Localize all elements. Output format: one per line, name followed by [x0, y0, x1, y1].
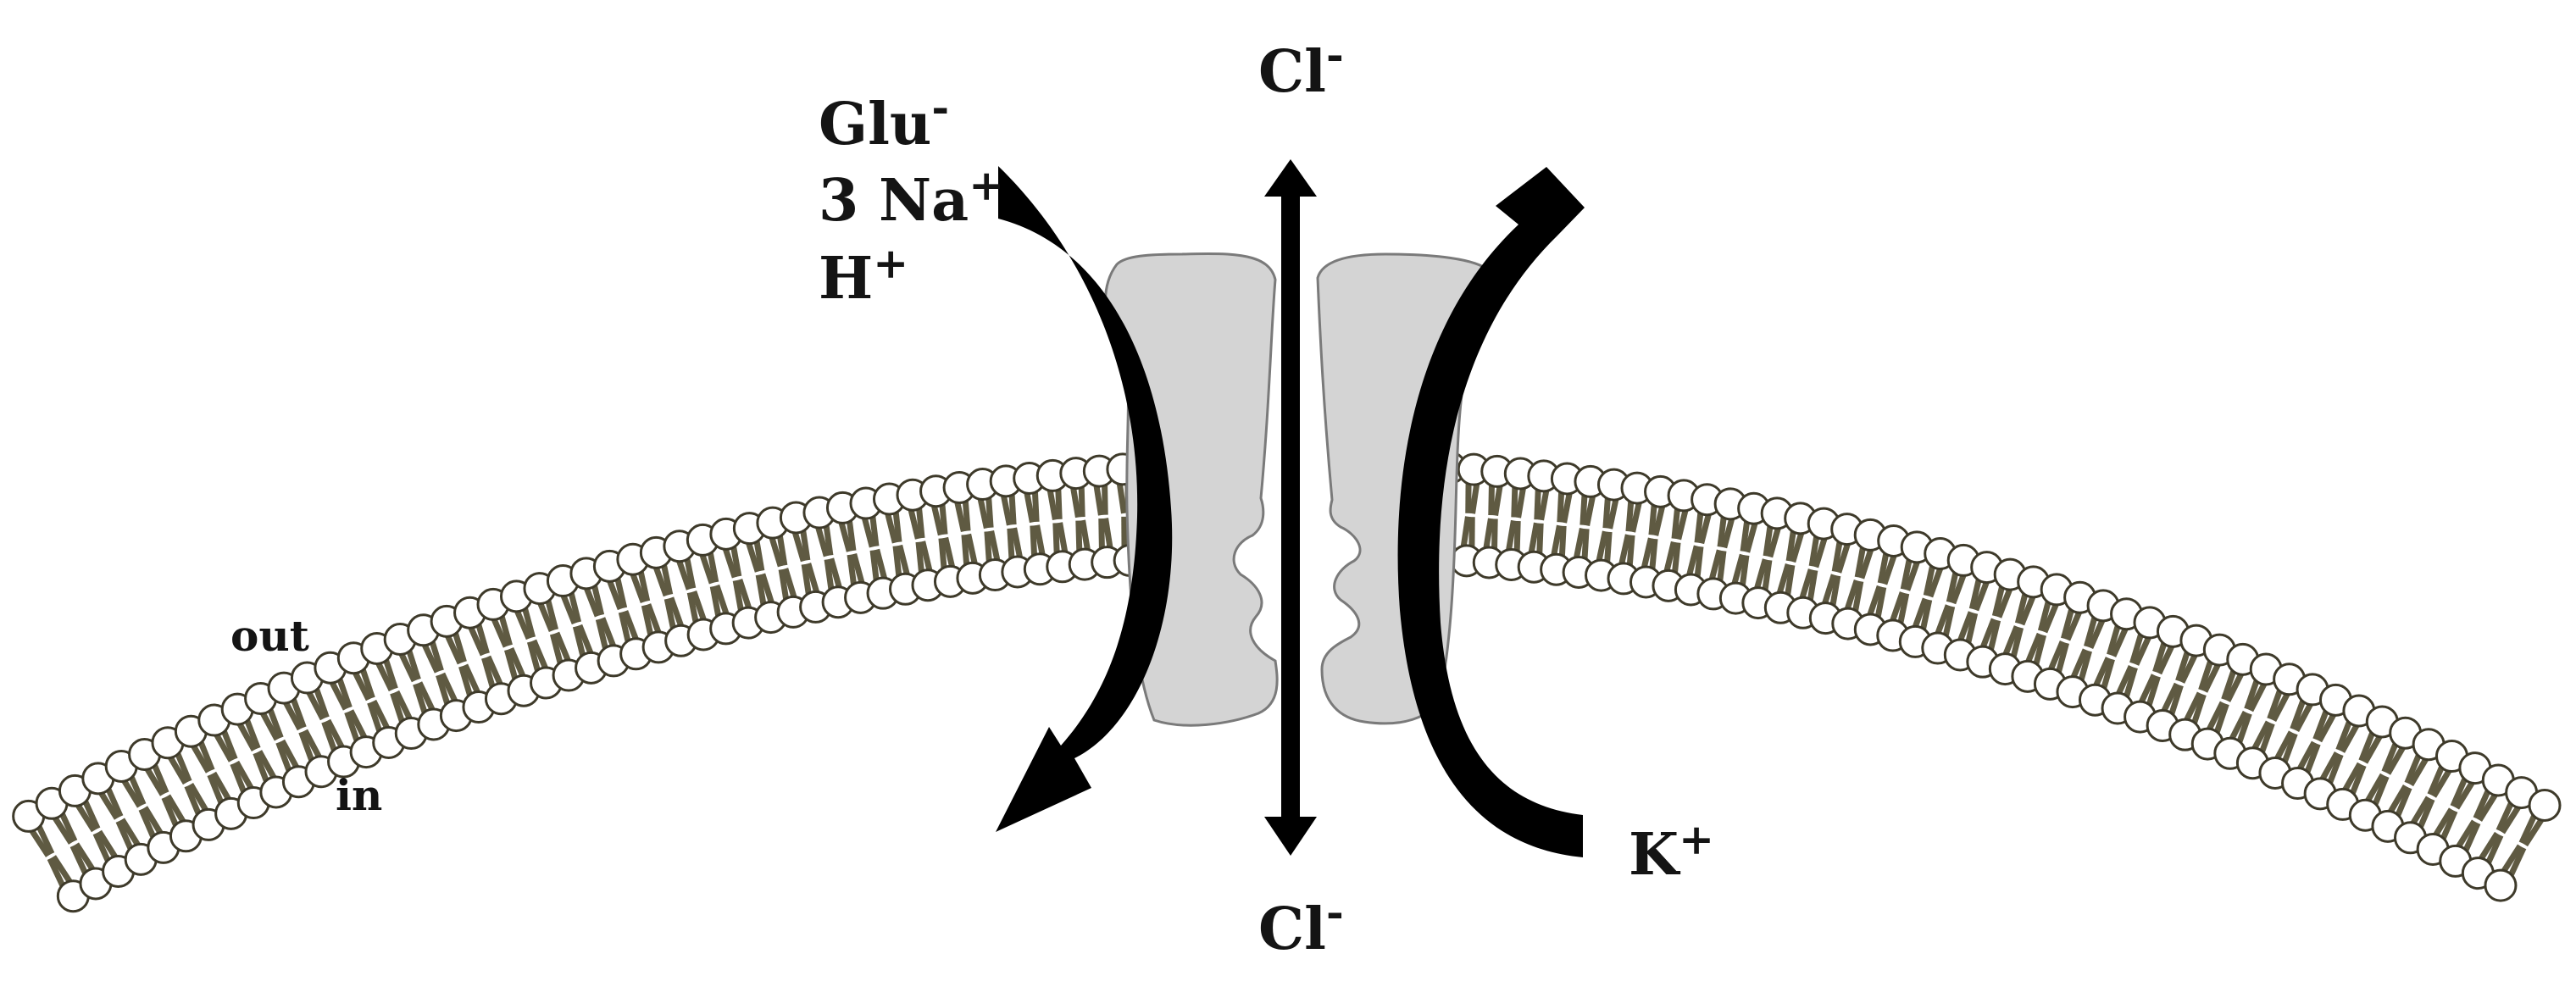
transport-arrows: [996, 159, 1585, 857]
outside-label: out: [230, 611, 309, 661]
lipid-head: [2528, 789, 2562, 823]
membrane-side-labels: out in: [230, 611, 382, 820]
proton-label: H+: [819, 238, 908, 313]
lipid-heads: [1447, 451, 2562, 902]
potassium-efflux-arrow: [1397, 167, 1585, 857]
potassium-label: K+: [1629, 814, 1714, 889]
ion-labels: Cl- Glu- 3 Na+ H+ K+ Cl-: [819, 30, 1714, 963]
membrane-left-segment: [12, 452, 1137, 913]
chloride-channel-shaft: [1281, 191, 1300, 817]
chloride-arrowhead-up: [1264, 159, 1317, 197]
membrane-right-segment: [1447, 451, 2562, 902]
inward-cotransport-arrow: [996, 166, 1173, 832]
lipid-head: [2484, 868, 2518, 902]
inside-label: in: [336, 770, 382, 820]
chloride-arrowhead-down: [1264, 817, 1317, 856]
sodium-label: 3 Na+: [819, 160, 1004, 235]
lipid-bilayer: [12, 451, 2562, 913]
chloride-top-label: Cl-: [1258, 30, 1344, 106]
chloride-bottom-label: Cl-: [1258, 887, 1344, 963]
lipid-heads: [12, 452, 1137, 913]
glutamate-label: Glu-: [819, 82, 949, 158]
